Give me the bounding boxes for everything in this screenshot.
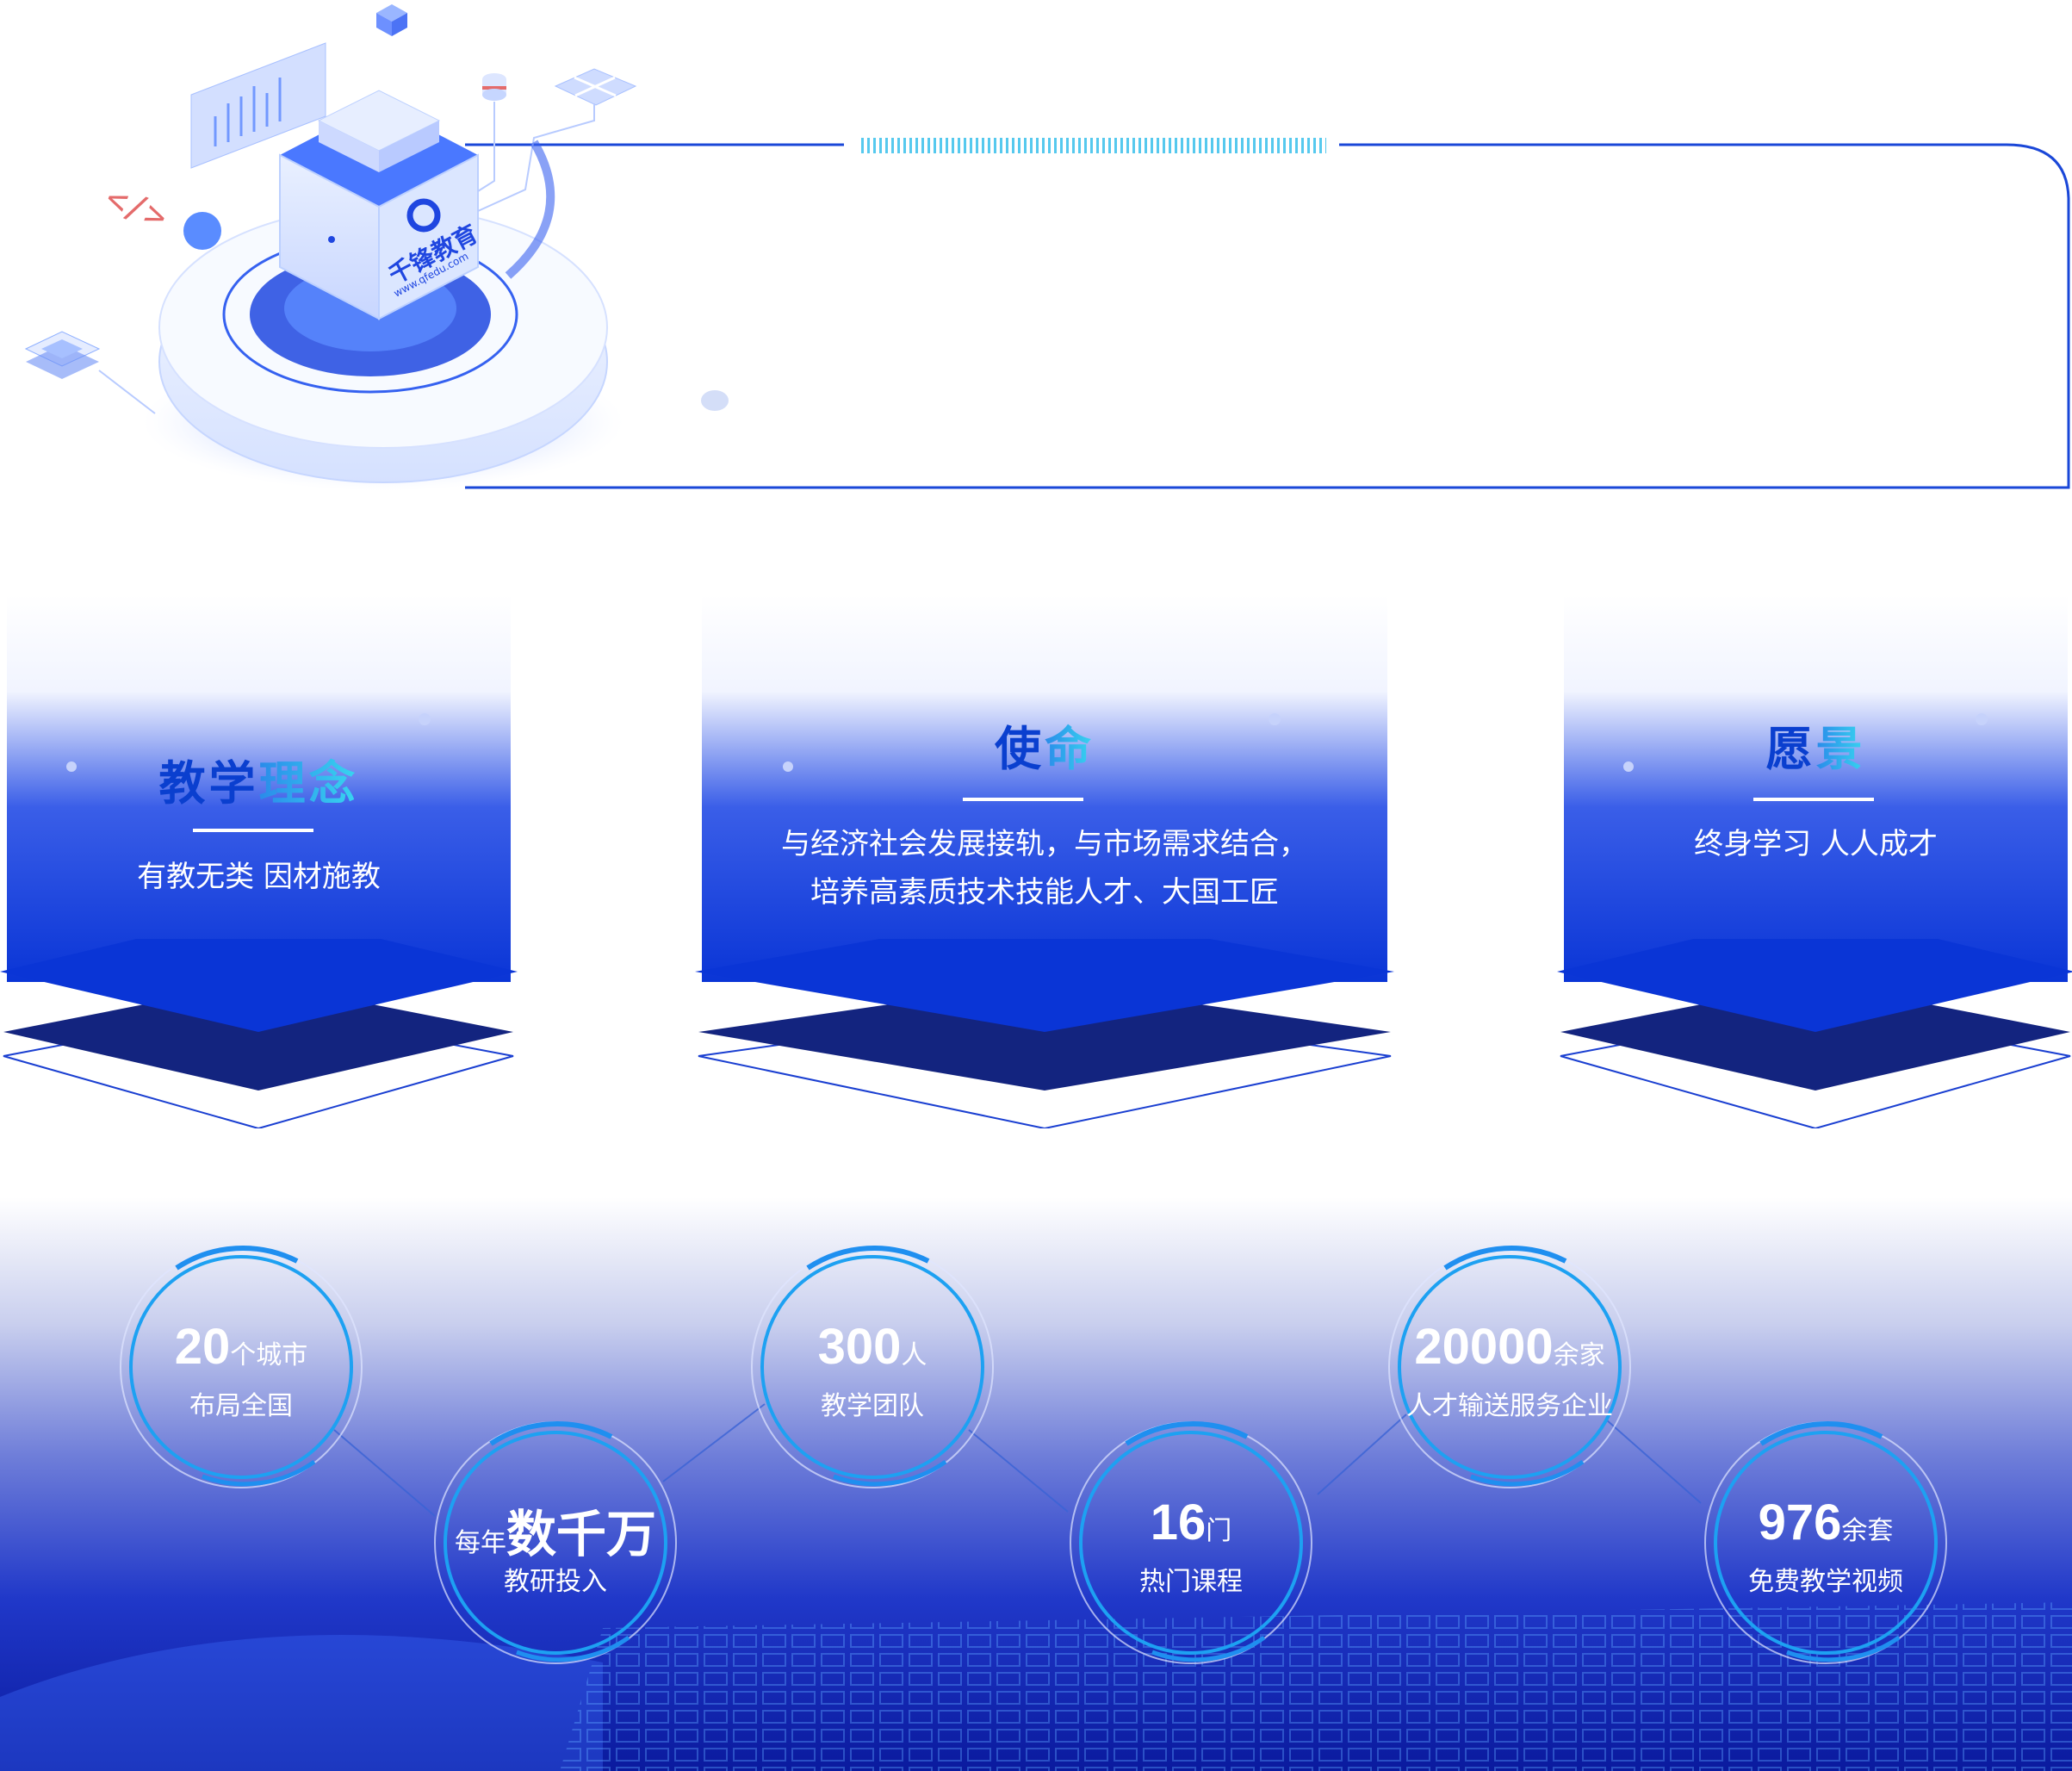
card-stack-graphic — [695, 939, 1394, 1128]
stat-free-videos: 976余套 免费教学视频 — [1701, 1418, 1951, 1668]
code-icon: </> — [100, 178, 172, 239]
stat-label: 免费教学视频 — [1748, 1567, 1903, 1597]
stat-value: 每年数千万 — [454, 1507, 656, 1563]
sphere-icon — [183, 212, 221, 250]
card-divider — [1753, 798, 1874, 801]
stat-ring — [1388, 1246, 1631, 1488]
card-divider — [963, 798, 1083, 801]
card-stack-graphic — [0, 939, 518, 1128]
stat-value: 976余套 — [1758, 1494, 1894, 1550]
stat-ring — [120, 1246, 363, 1488]
card-title: 教学理念 — [158, 756, 359, 811]
stat-partner-companies: 20000余家 人才输送服务企业 — [1385, 1242, 1635, 1492]
chip-icon — [24, 331, 101, 379]
chart-panel-icon — [190, 42, 326, 169]
brand-cube — [279, 90, 479, 320]
card-title: 使命 — [995, 722, 1095, 776]
stat-ring — [1704, 1421, 1947, 1664]
stat-value: 16门 — [1150, 1494, 1232, 1550]
value-card-teaching-philosophy: 教学理念 有教无类 因材施教 — [0, 594, 518, 1128]
stat-ring — [751, 1246, 994, 1488]
stat-label: 人才输送服务企业 — [1406, 1391, 1613, 1421]
value-card-mission: 使命 与经济社会发展接轨，与市场需求结合， 培养高素质技术技能人才、大国工匠 — [695, 594, 1394, 1128]
windows-icon — [554, 68, 637, 106]
card-text: 有教无类 因材施教 — [137, 860, 381, 894]
hero-section: 千锋教育 www.qfedu.com — [0, 0, 2072, 517]
card-text: 与经济社会发展接轨，与市场需求结合， 培养高素质技术技能人才、大国工匠 — [781, 827, 1308, 910]
value-card-vision: 愿景 终身学习 人人成才 — [1557, 594, 2072, 1128]
stat-value: 20个城市 — [174, 1319, 308, 1375]
stat-ring — [1070, 1421, 1312, 1664]
hero-frame — [465, 138, 2070, 489]
hero-tick-pattern — [861, 138, 1326, 153]
pill-icon — [701, 390, 729, 411]
stats-section: 20个城市 布局全国 每年数千万 教研投入 300人 教学团队 16门 热 — [0, 1197, 2072, 1771]
stat-cities: 20个城市 布局全国 — [116, 1242, 366, 1492]
stat-teaching-team: 300人 教学团队 — [748, 1242, 997, 1492]
card-title: 愿景 — [1765, 722, 1866, 776]
hero-illustration: 千锋教育 www.qfedu.com — [24, 4, 729, 491]
card-background — [1564, 594, 2068, 982]
stat-research-investment: 每年数千万 教研投入 — [431, 1418, 680, 1668]
stat-value: 20000余家 — [1414, 1319, 1605, 1375]
card-text: 终身学习 人人成才 — [1694, 827, 1938, 861]
database-icon — [482, 73, 506, 101]
stat-label: 热门课程 — [1139, 1567, 1243, 1597]
card-stack-graphic — [1557, 939, 2072, 1128]
stats-connector-lines — [333, 1403, 1702, 1517]
stat-ring — [434, 1421, 677, 1664]
card-background — [7, 594, 511, 982]
stat-hot-courses: 16门 热门课程 — [1066, 1418, 1316, 1668]
stat-label: 布局全国 — [189, 1391, 293, 1421]
stat-value: 300人 — [817, 1319, 927, 1375]
stats-background — [0, 1197, 2072, 1771]
stat-label: 教研投入 — [504, 1567, 607, 1597]
card-divider — [193, 829, 313, 832]
stat-label: 教学团队 — [821, 1391, 924, 1421]
card-background — [702, 594, 1387, 982]
